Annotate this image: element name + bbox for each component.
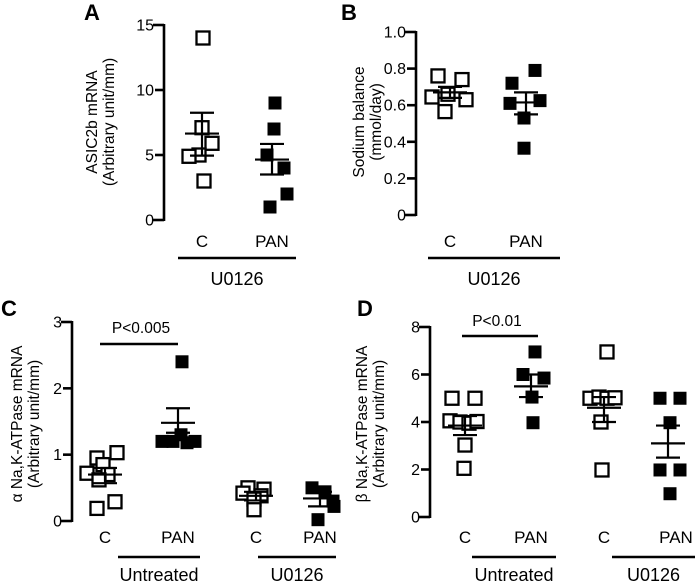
significance-label: P<0.005 (112, 320, 170, 337)
data-point-open (599, 344, 615, 360)
data-point-filled (653, 463, 667, 477)
significance-label: P<0.01 (472, 313, 522, 330)
treatment-label: Untreated (474, 565, 553, 584)
data-point-open (437, 103, 453, 120)
data-point-open (246, 502, 262, 518)
y-tick-label: 0.2 (384, 171, 406, 188)
panel-C: Cα Na,K-ATPase mRNA(Arbitrary unit/mm) 0 1… (1, 296, 341, 584)
y-tick-label: 0.6 (384, 98, 406, 115)
data-point-filled (268, 96, 282, 110)
treatment-label: U0126 (210, 269, 263, 289)
treatment-label: U0126 (270, 565, 323, 584)
data-point-filled (155, 434, 169, 448)
treatment-label: U0126 (627, 565, 680, 584)
data-point-open (444, 390, 460, 406)
y-axis-label: α Na,K-ATPase mRNA (9, 345, 26, 502)
group-label: C (459, 528, 471, 547)
data-point-filled (188, 434, 202, 448)
y-tick-label: 8 (411, 320, 420, 337)
group-label: PAN (659, 528, 693, 547)
data-point-open (195, 30, 211, 46)
y-tick-label: 15 (136, 18, 154, 35)
group-label: PAN (161, 528, 195, 547)
data-point-filled (327, 499, 341, 513)
treatment-label: Untreated (119, 565, 198, 584)
group-label: C (99, 528, 111, 547)
data-point-filled (528, 345, 542, 359)
y-axis-label: (Arbitrary unit/mm) (26, 360, 43, 488)
data-point-filled (526, 416, 540, 430)
y-tick-label: 2 (411, 462, 420, 479)
data-point-open (430, 68, 446, 84)
data-point-filled (533, 94, 547, 108)
data-point-filled (663, 487, 677, 501)
data-point-filled (673, 391, 687, 405)
data-point-open (467, 390, 483, 406)
data-point-filled (653, 391, 667, 405)
y-tick-label: 0 (411, 510, 420, 527)
y-axis-label: (mmol/day) (368, 83, 385, 161)
y-tick-label: 1.0 (384, 25, 406, 42)
y-tick-label: 2 (53, 381, 62, 398)
data-point-filled (505, 76, 519, 90)
data-point-filled (263, 200, 277, 214)
panel-A: A ASIC2b mRNA(Arbitrary unit/mm) 0 5 10 15C PA… (84, 0, 296, 289)
group-label: PAN (514, 528, 548, 547)
data-point-filled (528, 63, 542, 77)
group-label: C (196, 232, 208, 251)
y-axis-label: Sodium balance (351, 66, 368, 177)
y-tick-label: 0 (145, 213, 154, 230)
panel-letter: A (84, 0, 100, 25)
panel-D: Dβ Na,K-ATPase mRNA(Arbitrary unit/mm) 0 2… (354, 296, 695, 584)
data-point-filled (663, 416, 677, 430)
data-point-filled (175, 355, 189, 369)
group-label: C (444, 232, 456, 251)
data-point-filled (517, 141, 531, 155)
data-point-open (458, 92, 474, 108)
y-axis-label: ASIC2b mRNA (84, 70, 101, 174)
y-tick-label: 0.8 (384, 61, 406, 78)
data-point-open (196, 173, 212, 189)
group-label: C (598, 528, 610, 547)
data-point-filled (277, 161, 291, 175)
data-point-open (456, 460, 472, 476)
data-point-filled (311, 513, 325, 527)
y-axis-label: β Na,K-ATPase mRNA (354, 345, 371, 502)
data-point-filled (673, 463, 687, 477)
data-point-open (89, 500, 105, 517)
data-point-open (107, 494, 123, 510)
data-point-open (454, 71, 470, 88)
group-label: C (250, 528, 262, 547)
data-point-filled (280, 187, 294, 201)
panel-letter: D (357, 296, 373, 321)
y-tick-label: 0 (53, 514, 62, 531)
data-point-filled (267, 122, 281, 136)
y-axis-label: (Arbitrary unit/mm) (101, 58, 118, 186)
group-label: PAN (303, 528, 337, 547)
data-point-open (457, 437, 473, 453)
group-label: PAN (509, 232, 543, 251)
y-tick-label: 6 (411, 367, 420, 384)
y-tick-label: 5 (145, 148, 154, 165)
data-point-open (594, 462, 610, 478)
y-tick-label: 1 (53, 447, 62, 464)
y-tick-label: 0.4 (384, 134, 406, 151)
y-axis-label: (Arbitrary unit/mm) (371, 360, 388, 488)
panel-B: B Sodium balance(mmol/day) 0 0.2 0.4 0.6 0.8 1.… (341, 0, 560, 289)
treatment-label: U0126 (467, 269, 520, 289)
data-point-filled (260, 148, 274, 162)
data-point-open (109, 445, 125, 461)
y-tick-label: 3 (53, 315, 62, 332)
y-tick-label: 10 (136, 83, 154, 100)
panel-letter: B (341, 0, 357, 25)
group-label: PAN (255, 232, 289, 251)
panel-letter: C (1, 296, 17, 321)
y-tick-label: 4 (411, 415, 420, 432)
data-point-open (204, 135, 220, 151)
y-tick-label: 0 (397, 208, 406, 225)
